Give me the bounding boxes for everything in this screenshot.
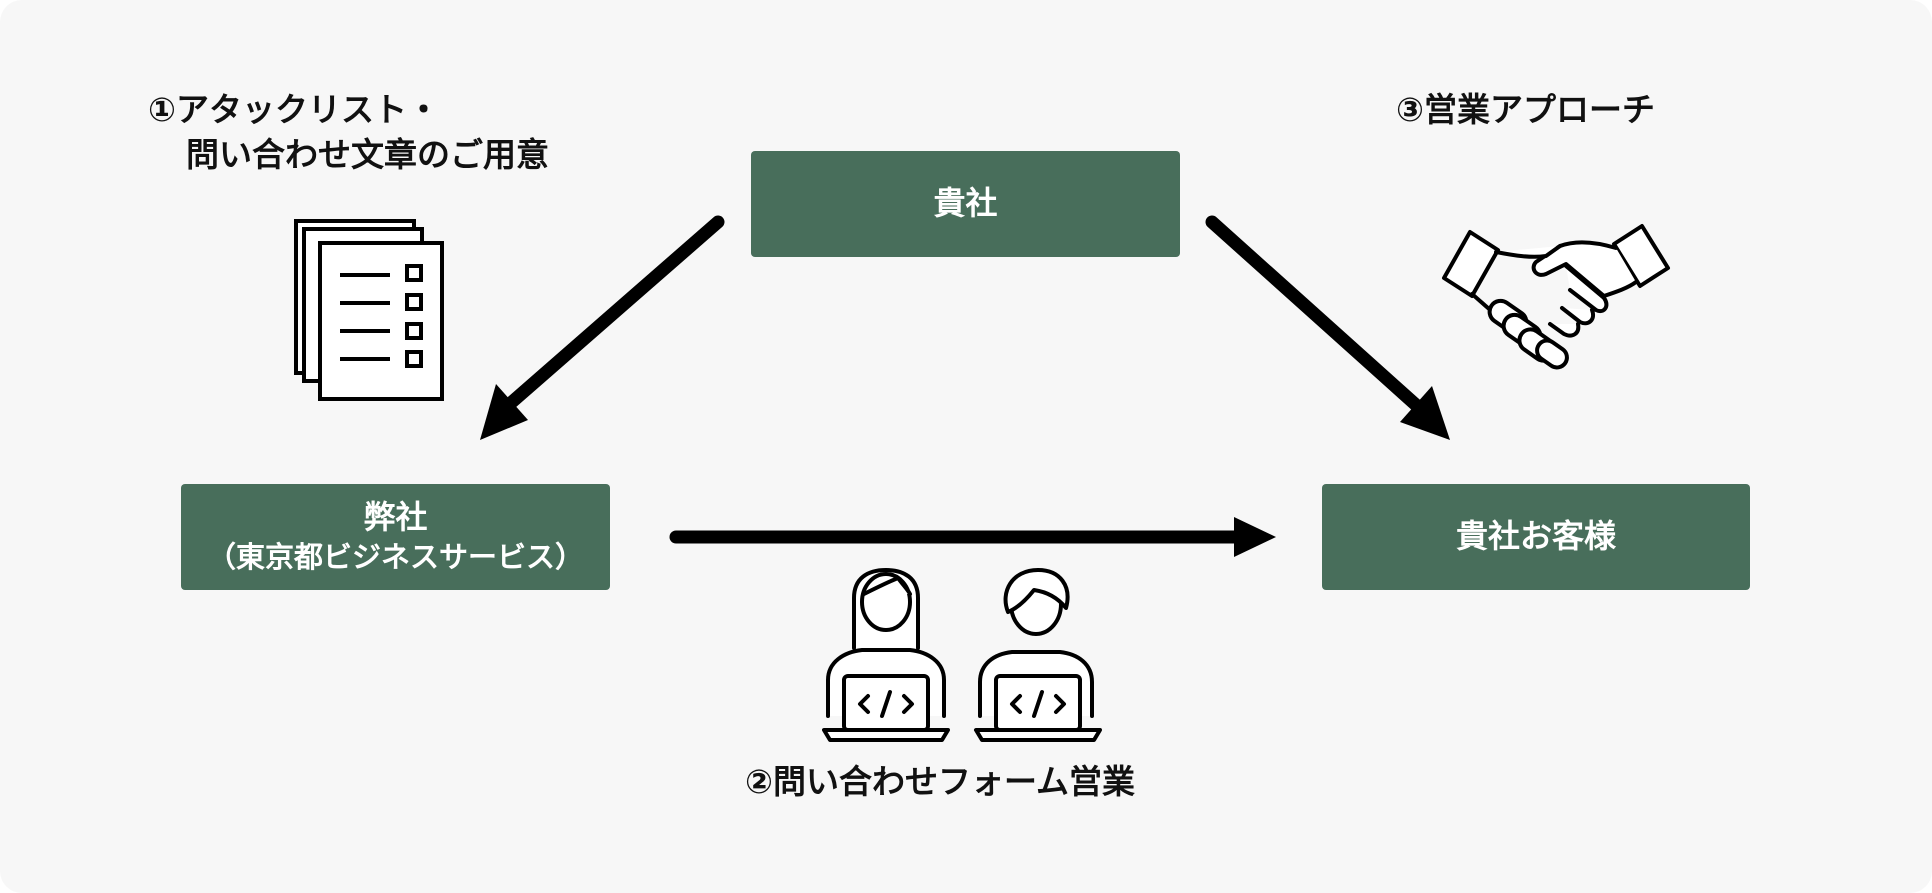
our-company-sub-label: （東京都ビジネスサービス）	[206, 539, 584, 574]
client-customers-label: 貴社お客様	[1455, 517, 1616, 556]
client-company-box: 貴社	[751, 151, 1180, 257]
step1-label: ①アタックリスト・ 問い合わせ文章のご用意	[148, 88, 549, 177]
client-company-label: 貴社	[933, 184, 998, 223]
step1-label-line2: 問い合わせ文章のご用意	[186, 134, 549, 174]
arrow-client-to-customers	[1205, 215, 1450, 440]
step1-label-line1: ①アタックリスト・	[148, 90, 440, 129]
our-company-label: 弊社	[363, 498, 428, 537]
step2-label: ②問い合わせフォーム営業	[745, 762, 1135, 801]
arrow-our-company-to-customers	[669, 517, 1276, 557]
arrow-client-to-our-company	[480, 215, 725, 440]
client-customers-box: 貴社お客様	[1322, 484, 1750, 590]
our-company-box: 弊社 （東京都ビジネスサービス）	[181, 484, 610, 590]
handshake-icon	[1442, 224, 1670, 370]
document-checklist-icon	[294, 219, 444, 401]
step3-label: ③営業アプローチ	[1396, 90, 1655, 129]
people-coding-laptop-icon	[822, 568, 1102, 742]
